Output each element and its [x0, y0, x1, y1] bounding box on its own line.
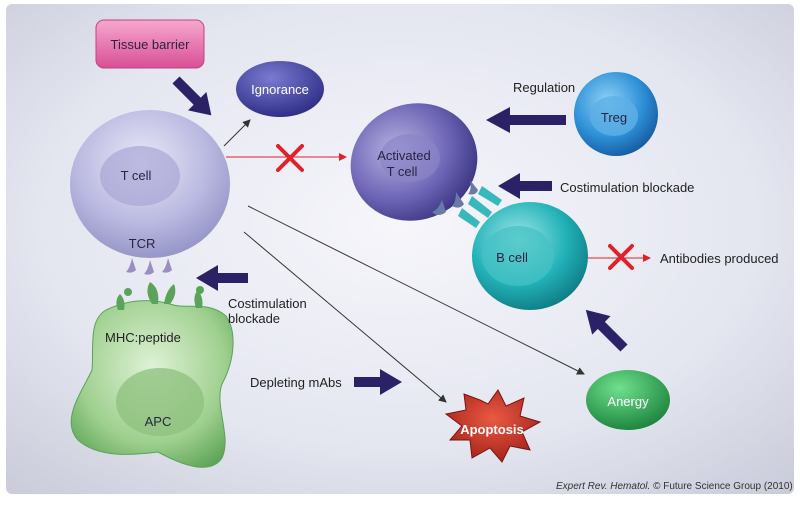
- tcr-receptors: [126, 258, 172, 275]
- costim-blockade-top-label: Costimulation blockade: [560, 180, 695, 195]
- mhc-molecules: [116, 282, 204, 310]
- b-cell-receptors: [458, 186, 502, 228]
- costim-blockade-left-label-line2: blockade: [228, 311, 281, 326]
- tcr-label: TCR: [128, 236, 156, 251]
- apoptosis-label: Apoptosis: [460, 422, 524, 437]
- antibodies-produced-label: Antibodies produced: [660, 251, 779, 266]
- arrow-costim-left: [196, 265, 248, 291]
- navy-arrows: [172, 76, 628, 395]
- tissue-barrier-label: Tissue barrier: [110, 37, 190, 52]
- arrow-tcell-to-anergy: [247, 205, 585, 375]
- activated-t-cell-label-line1: Activated: [377, 148, 431, 163]
- activated-t-cell-nucleus: [380, 134, 440, 182]
- activated-t-cell-label-line2: T cell: [386, 164, 418, 179]
- figure-credit: Expert Rev. Hematol. © Future Science Gr…: [556, 481, 793, 492]
- arrow-costim-top: [498, 173, 552, 199]
- t-cell-nucleus: [100, 146, 180, 206]
- t-cell-label: T cell: [120, 168, 152, 183]
- arrow-tissue-barrier: [172, 76, 212, 116]
- arrow-tcell-to-apoptosis: [243, 231, 447, 403]
- depleting-mabs-label: Depleting mAbs: [250, 375, 342, 390]
- arrow-depleting-mabs: [354, 369, 402, 395]
- apoptosis-starburst: [444, 389, 542, 463]
- apc-nucleus: [116, 368, 204, 436]
- credit-journal: Expert Rev. Hematol.: [556, 481, 651, 492]
- arrow-anergy-bcell: [585, 309, 628, 352]
- b-cell-nucleus: [482, 226, 554, 286]
- credit-rest: © Future Science Group (2010): [650, 481, 793, 492]
- block-x-antibodies: [608, 244, 634, 270]
- arrow-tcell-to-ignorance: [223, 119, 251, 147]
- tissue-barrier-box: [95, 19, 205, 69]
- apc-label: APC: [144, 414, 172, 429]
- treg-label: Treg: [600, 110, 628, 125]
- treg-cell-nucleus: [590, 96, 638, 136]
- anergy-ellipse: [586, 370, 670, 430]
- ignorance-ellipse: [236, 61, 324, 117]
- b-cell-label: B cell: [496, 250, 528, 265]
- ignorance-label: Ignorance: [251, 82, 309, 97]
- activated-receptors: [432, 180, 478, 215]
- anergy-label: Anergy: [607, 394, 649, 409]
- mhc-peptide-label: MHC:peptide: [105, 330, 181, 345]
- costim-blockade-left-label-line1: Costimulation: [228, 296, 307, 311]
- arrow-regulation: [486, 107, 566, 133]
- block-x-activation: [276, 144, 304, 172]
- regulation-label: Regulation: [513, 80, 576, 95]
